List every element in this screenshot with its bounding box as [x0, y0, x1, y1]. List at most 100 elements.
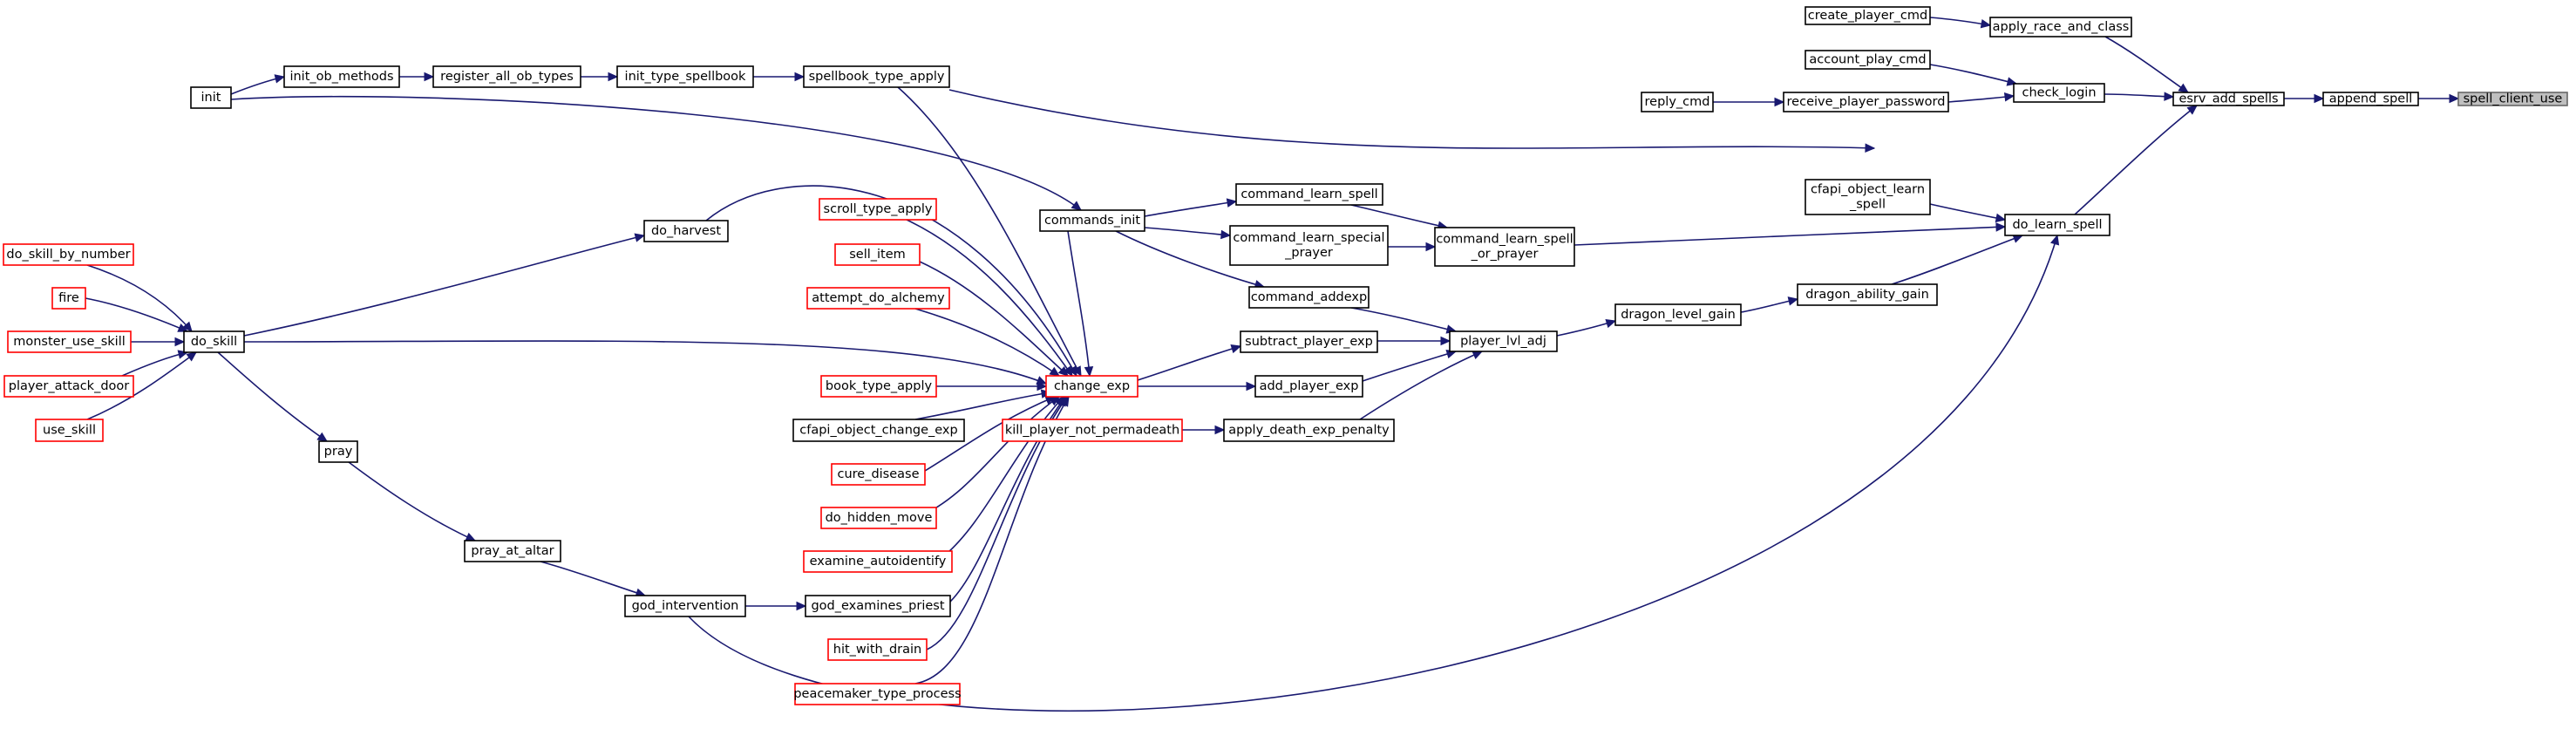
node-box: [831, 463, 926, 486]
node-check-login[interactable]: check_login: [2013, 83, 2105, 103]
node-label: add_player_exp: [1260, 379, 1359, 393]
node-box: [803, 550, 953, 573]
node-monster-use-skill[interactable]: monster_use_skill: [7, 330, 132, 353]
node-label: hit_with_drain: [833, 643, 921, 657]
edge-scroll_type_apply-to-change_exp: [906, 219, 1073, 377]
edge-commands_init-to-change_exp: [1067, 230, 1091, 377]
arrowhead-monster_use_skill-to-do_skill: [174, 337, 186, 347]
node-label: init: [201, 91, 221, 105]
node-do-skill[interactable]: do_skill: [183, 330, 245, 353]
node-label: do_skill_by_number: [6, 248, 130, 262]
node-do-learn-spell[interactable]: do_learn_spell: [2004, 214, 2110, 236]
edge-spellbook_type_apply-to-do_learn_spell: [948, 89, 1875, 149]
arrowhead-player_lvl_adj-to-dragon_level_gain: [1605, 319, 1617, 329]
node-box: [1235, 183, 1383, 206]
edge-do_learn_spell-to-esrv_add_spells: [2074, 105, 2198, 215]
node-command-addexp[interactable]: command_addexp: [1248, 286, 1370, 309]
node-god-intervention[interactable]: god_intervention: [624, 595, 746, 617]
node-apply-race-and-class[interactable]: apply_race_and_class: [1989, 17, 2132, 37]
node-cfapi-object-learn-spell[interactable]: cfapi_object_learn_spell: [1805, 179, 1931, 215]
node-player-lvl-adj[interactable]: player_lvl_adj: [1449, 330, 1558, 352]
node-box: [432, 65, 581, 88]
node-box: [2004, 214, 2110, 236]
node-command-learn-spell-or-prayer[interactable]: command_learn_spell_or_prayer: [1434, 227, 1575, 267]
node-apply-death-exp-penalty[interactable]: apply_death_exp_penalty: [1223, 419, 1395, 442]
node-hit-with-drain[interactable]: hit_with_drain: [827, 638, 928, 661]
node-cfapi-object-change-exp[interactable]: cfapi_object_change_exp: [792, 419, 965, 442]
node-do-harvest[interactable]: do_harvest: [643, 220, 729, 242]
arrowhead-god_intervention-to-god_examines_priest: [796, 601, 807, 611]
node-box: [792, 419, 965, 442]
node-book-type-apply[interactable]: book_type_apply: [820, 375, 937, 398]
node-box: [819, 198, 937, 221]
edge-pray-to-pray_at_altar: [348, 461, 476, 541]
node-label: init_type_spellbook: [625, 70, 747, 84]
edge-init-to-commands_init: [230, 96, 1082, 211]
node-init[interactable]: init: [190, 86, 232, 109]
node-player-attack-door[interactable]: player_attack_door: [3, 375, 134, 398]
node-label: player_lvl_adj: [1460, 335, 1546, 349]
node-use-skill[interactable]: use_skill: [35, 419, 104, 442]
node-do-skill-by-number[interactable]: do_skill_by_number: [3, 243, 134, 266]
edge-command_addexp-to-player_lvl_adj: [1350, 307, 1457, 332]
node-command-learn-special-prayer[interactable]: command_learn_special_prayer: [1229, 225, 1389, 266]
node-god-examines-priest[interactable]: god_examines_priest: [805, 595, 951, 617]
node-spell-client-use[interactable]: spell_client_use: [2457, 92, 2568, 106]
node-label: create_player_cmd: [1808, 9, 1927, 23]
node-account-play-cmd[interactable]: account_play_cmd: [1805, 50, 1931, 70]
node-spellbook-type-apply[interactable]: spellbook_type_apply: [803, 65, 950, 88]
node-dragon-ability-gain[interactable]: dragon_ability_gain: [1797, 283, 1938, 306]
node-init-type-spellbook[interactable]: init_type_spellbook: [616, 65, 754, 88]
node-kill-player-not-permadeath[interactable]: kill_player_not_permadeath: [1002, 419, 1183, 442]
node-dragon-level-gain[interactable]: dragon_level_gain: [1614, 303, 1742, 326]
arrowhead-register_all_ob_types-to-init_type_spellbook: [608, 72, 619, 82]
arrowhead-peacemaker_type_process-to-change_exp: [1060, 395, 1070, 407]
node-scroll-type-apply[interactable]: scroll_type_apply: [819, 198, 937, 221]
arrowhead-spellbook_type_apply-to-change_exp: [1072, 365, 1082, 378]
node-label: command_learn_spell: [1240, 187, 1377, 201]
node-box: [190, 86, 232, 109]
node-add-player-exp[interactable]: add_player_exp: [1254, 375, 1363, 398]
node-label: cure_disease: [837, 467, 919, 481]
node-create-player-cmd[interactable]: create_player_cmd: [1805, 6, 1931, 25]
node-receive-player-password[interactable]: receive_player_password: [1783, 92, 1949, 112]
node-subtract-player-exp[interactable]: subtract_player_exp: [1240, 330, 1378, 353]
node-commands-init[interactable]: commands_init: [1039, 209, 1145, 232]
node-box: [1002, 419, 1183, 442]
node-label: kill_player_not_permadeath: [1005, 424, 1179, 438]
node-do-hidden-move[interactable]: do_hidden_move: [820, 507, 937, 529]
node-sell-item[interactable]: sell_item: [834, 243, 921, 266]
node-box: [183, 330, 245, 353]
node-box: [643, 220, 729, 242]
node-box: [1449, 330, 1558, 352]
node-esrv-add-spells[interactable]: esrv_add_spells: [2172, 92, 2285, 106]
node-examine-autoidentify[interactable]: examine_autoidentify: [803, 550, 953, 573]
node-register-all-ob-types[interactable]: register_all_ob_types: [432, 65, 581, 88]
node-label: spellbook_type_apply: [809, 70, 945, 84]
arrowhead-init-to-init_ob_methods: [274, 74, 286, 84]
node-box: [1989, 17, 2132, 37]
node-pray-at-altar[interactable]: pray_at_altar: [464, 540, 561, 562]
node-command-learn-spell[interactable]: command_learn_spell: [1235, 183, 1383, 206]
node-box: [1248, 286, 1370, 309]
node-attempt-do-alchemy[interactable]: attempt_do_alchemy: [806, 287, 950, 310]
arrowhead-cfapi_object_learn_spell-to-do_learn_spell: [1995, 213, 2007, 223]
node-label: pray_at_altar: [471, 544, 554, 558]
node-append-spell[interactable]: append_spell: [2322, 92, 2419, 106]
node-cure-disease[interactable]: cure_disease: [831, 463, 926, 486]
node-pray[interactable]: pray: [318, 440, 358, 463]
edge-do_skill-to-change_exp: [243, 340, 1047, 385]
node-label: apply_race_and_class: [1993, 20, 2130, 34]
node-box: [820, 375, 937, 398]
node-label: do_harvest: [651, 224, 721, 238]
node-label: subtract_player_exp: [1245, 335, 1373, 349]
node-label: cfapi_object_change_exp: [799, 424, 957, 438]
edge-attempt_do_alchemy-to-change_exp: [914, 308, 1060, 377]
edge-cfapi_object_change_exp-to-change_exp: [914, 392, 1051, 420]
node-init-ob-methods[interactable]: init_ob_methods: [283, 65, 400, 88]
node-reply-cmd[interactable]: reply_cmd: [1641, 92, 1714, 112]
node-change-exp[interactable]: change_exp: [1045, 375, 1138, 398]
arrowhead-append_spell-to-spell_client_use: [2449, 93, 2460, 104]
node-fire[interactable]: fire: [51, 287, 86, 310]
node-peacemaker-type-process[interactable]: peacemaker_type_process: [793, 683, 962, 705]
